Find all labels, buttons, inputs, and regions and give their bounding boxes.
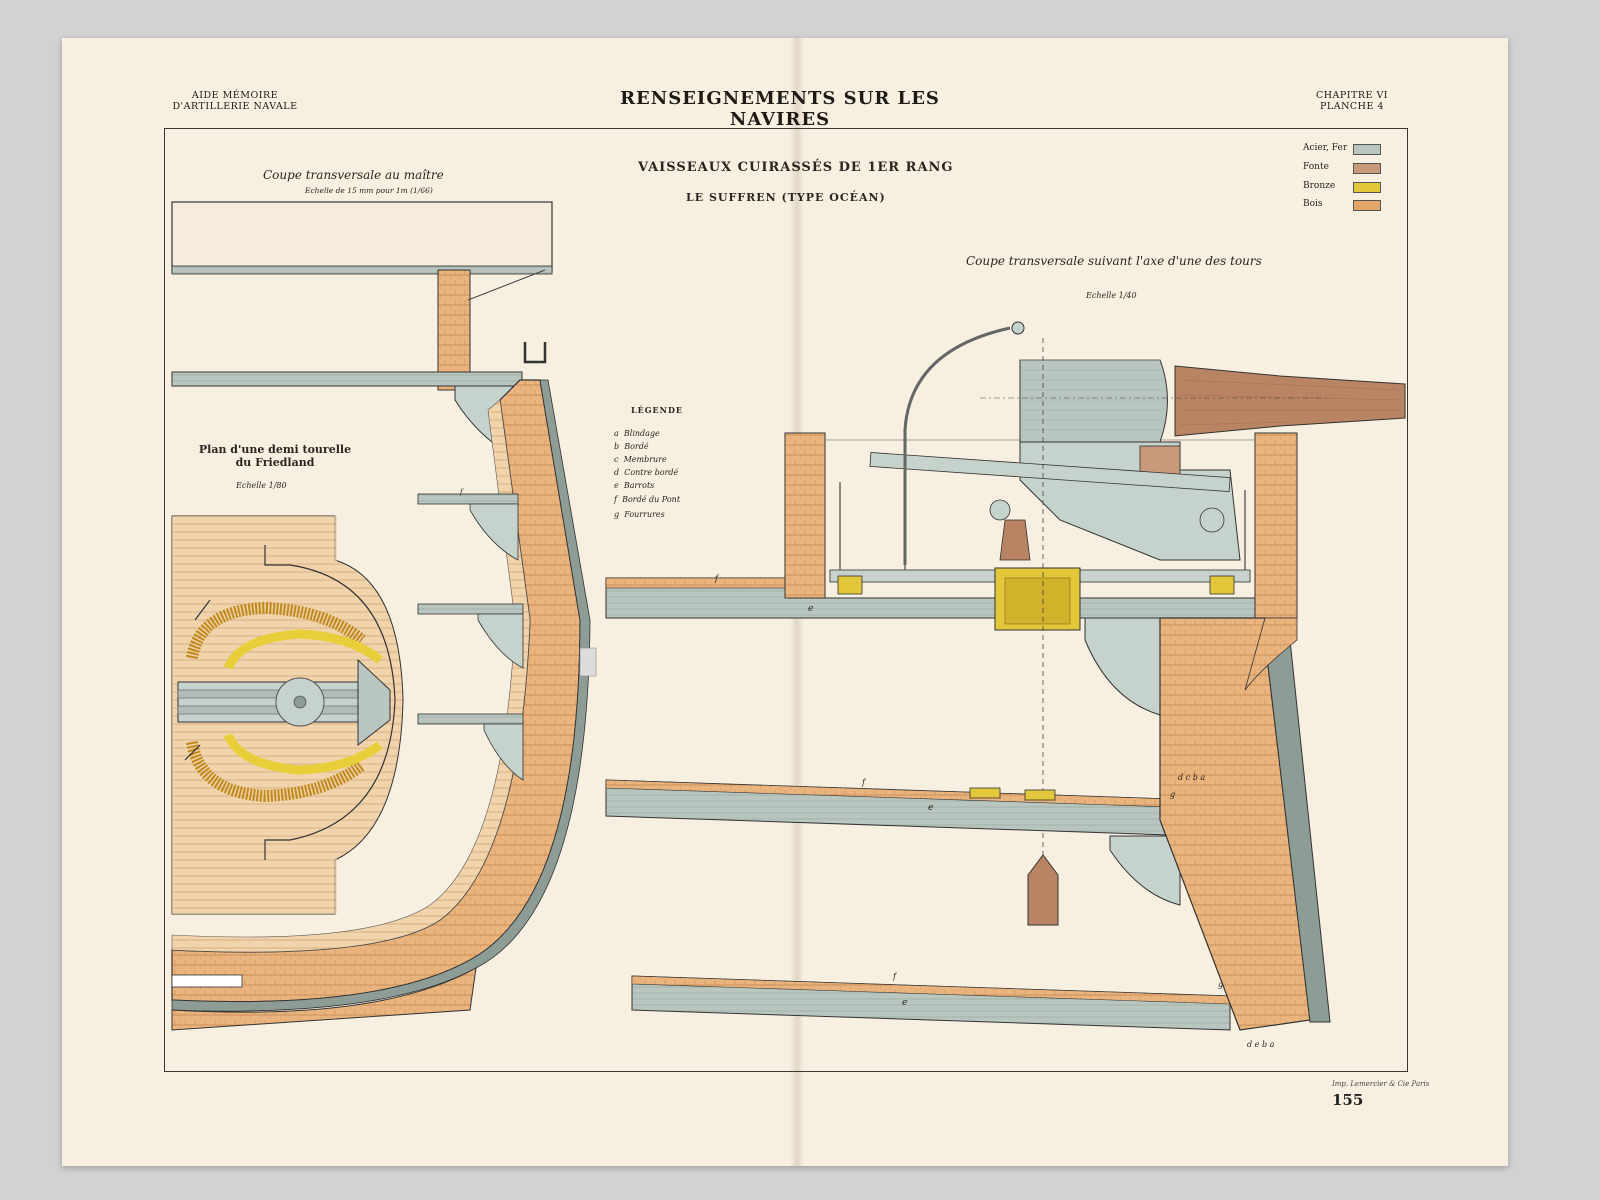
part-label: e	[902, 998, 908, 1008]
material-swatch-bronze	[1353, 182, 1381, 193]
right-section-title: Coupe transversale suivant l'axe d'une d…	[966, 254, 1262, 268]
material-label: Fonte	[1303, 162, 1329, 172]
plate-title: VAISSEAUX CUIRASSÉS DE 1ER RANG	[638, 160, 954, 175]
plan-scale: Echelle 1/80	[236, 481, 287, 490]
left-hull-section	[171, 201, 597, 1031]
bottom-part-keys: d e b a	[1247, 1040, 1275, 1049]
main-deck-beam	[171, 371, 523, 387]
legend-item: f Bordé du Pont	[614, 495, 681, 504]
left-section-title: Coupe transversale au maître	[263, 168, 444, 182]
header-right-line2: PLANCHE 4	[1320, 101, 1384, 112]
legend-item: c Membrure	[614, 455, 667, 464]
header-left-line2: D'ARTILLERIE NAVALE	[172, 101, 298, 112]
legend-item: g Fourrures	[614, 510, 665, 519]
header-left: AIDE MÉMOIRE D'ARTILLERIE NAVALE	[170, 90, 300, 112]
header-right-line1: CHAPITRE VI	[1315, 90, 1389, 101]
part-label: g	[1170, 790, 1176, 799]
part-label: f	[715, 574, 718, 583]
material-swatch-steel	[1353, 144, 1381, 155]
material-swatch-castiron	[1353, 163, 1381, 174]
material-label: Bois	[1303, 199, 1323, 209]
half-turret-plan	[171, 515, 404, 915]
material-label: Bronze	[1303, 181, 1336, 191]
part-label: f	[862, 778, 865, 787]
printer-credit: Imp. Lemercier & Cie Paris	[1332, 1080, 1430, 1088]
legend-item: d Contre bordé	[614, 468, 679, 477]
page-number: 155	[1332, 1091, 1364, 1109]
part-label: g	[1218, 980, 1224, 989]
legend-item: a Blindage	[614, 429, 660, 438]
part-label: f	[460, 488, 463, 496]
upper-deck-beam	[171, 265, 553, 275]
header-right: CHAPITRE VI PLANCHE 4	[1302, 90, 1402, 112]
right-section-scale: Echelle 1/40	[1086, 291, 1137, 300]
plan-title-line2: du Friedland	[235, 456, 315, 469]
part-label: e	[928, 803, 934, 813]
plate-frame	[164, 128, 1408, 1072]
plan-title-line1: Plan d'une demi tourelle	[198, 443, 352, 456]
left-section-scale: Echelle de 15 mm pour 1m (1/66)	[305, 186, 433, 195]
upper-deck-box	[171, 201, 553, 273]
legend-heading: LÉGENDE	[631, 405, 683, 415]
material-swatch-wood	[1353, 200, 1381, 211]
hull-part-keys: d c b a	[1178, 773, 1206, 782]
plan-title: Plan d'une demi tourelle du Friedland	[190, 443, 360, 469]
legend-item: b Bordé	[614, 442, 649, 451]
part-label: f	[893, 972, 896, 981]
plate-subtitle: LE SUFFREN (TYPE OCÉAN)	[686, 191, 886, 204]
header-left-line1: AIDE MÉMOIRE	[191, 90, 279, 101]
right-turret-section	[605, 321, 1406, 1031]
part-label: e	[808, 604, 814, 614]
material-label: Acier, Fer	[1303, 143, 1348, 153]
legend-item: e Barrots	[614, 481, 655, 490]
page-title: RENSEIGNEMENTS SUR LES NAVIRES	[620, 88, 940, 130]
bulwark-timber	[437, 269, 471, 391]
